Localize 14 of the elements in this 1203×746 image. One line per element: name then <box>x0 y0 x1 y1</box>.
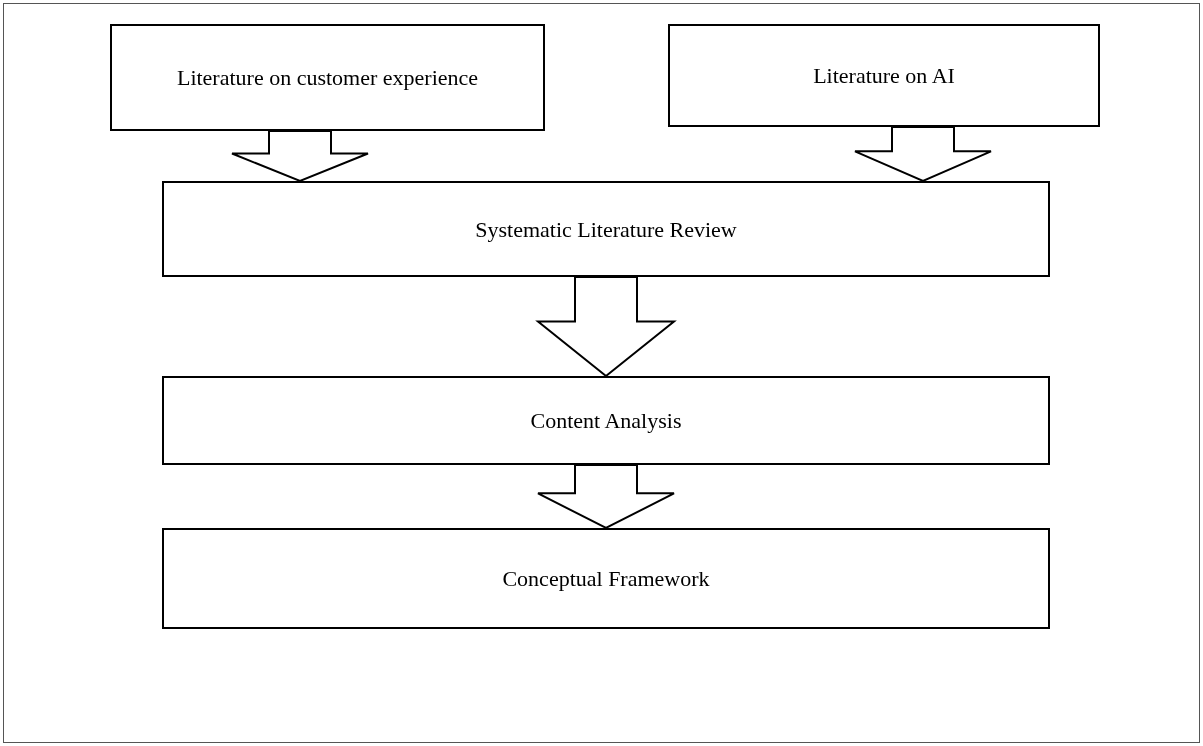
box-label: Content Analysis <box>530 407 682 435</box>
block-arrow <box>854 126 992 183</box>
process-box <box>110 24 545 131</box>
box-label: Literature on customer experience <box>176 64 479 92</box>
block-arrow <box>231 130 369 183</box>
process-box <box>162 528 1050 629</box>
block-arrow <box>535 276 677 378</box>
block-arrow <box>537 464 675 530</box>
box-label: Literature on AI <box>813 62 955 90</box>
process-box <box>668 24 1100 127</box>
process-box <box>162 376 1050 465</box>
box-label: Conceptual Framework <box>502 565 710 593</box>
process-box <box>162 181 1050 277</box>
box-label: Systematic Literature Review <box>475 215 737 244</box>
